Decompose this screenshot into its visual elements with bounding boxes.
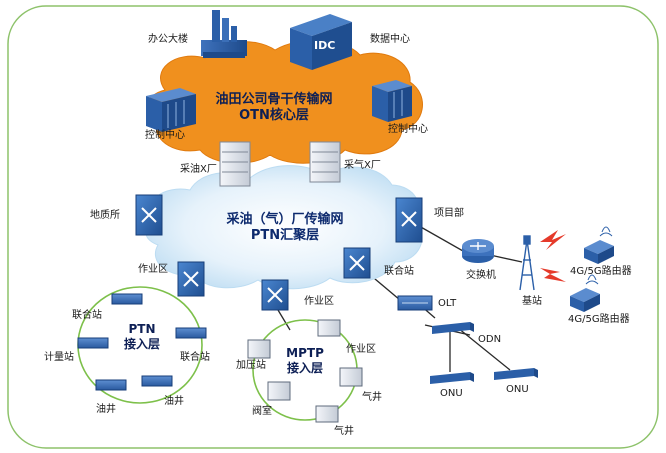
label-router-top: 4G/5G路由器 xyxy=(570,266,632,277)
label-joint-station-ptn-left: 联合站 xyxy=(72,310,102,321)
label-olt: OLT xyxy=(438,298,457,309)
olt-icon xyxy=(397,295,433,311)
label-valve-room: 阀室 xyxy=(252,406,272,417)
label-office: 办公大楼 xyxy=(148,34,188,45)
odn-splitter-icon xyxy=(432,322,474,334)
router-icon-project xyxy=(395,197,423,243)
idc-badge: IDC xyxy=(314,39,336,52)
label-control-left: 控制中心 xyxy=(145,130,185,141)
wifi-router-icon-top xyxy=(584,226,614,264)
mptp-access-title: MPTP 接入层 xyxy=(276,346,334,376)
control-center-left-icon xyxy=(146,88,196,132)
label-control-right: 控制中心 xyxy=(388,124,428,135)
label-gas-plant: 采气X厂 xyxy=(344,160,381,171)
label-oil-well-right: 油井 xyxy=(164,396,184,407)
label-gas-well-bottom: 气井 xyxy=(334,426,354,437)
ptn-access-title: PTN 接入层 xyxy=(114,322,170,352)
router-icon-geology xyxy=(135,194,163,236)
router-icon-joint-station xyxy=(343,247,371,279)
label-work-area-mptp: 作业区 xyxy=(346,344,376,355)
mptp-node-icons xyxy=(247,319,363,423)
mptp-access-title-line1: MPTP xyxy=(286,346,324,360)
control-center-right-icon xyxy=(372,80,412,122)
label-gas-well-right: 气井 xyxy=(362,392,382,403)
label-router-bottom: 4G/5G路由器 xyxy=(568,314,630,325)
core-layer-title: 油田公司骨干传输网 OTN核心层 xyxy=(204,92,344,124)
gas-plant-rack-icon xyxy=(309,141,341,183)
core-layer-title-line1: 油田公司骨干传输网 xyxy=(215,92,333,107)
router-icon-work-area-mid xyxy=(261,279,289,311)
onu-icon-right xyxy=(494,368,538,380)
label-data-center: 数据中心 xyxy=(370,34,410,45)
oil-plant-rack-icon xyxy=(219,141,251,187)
ptn-access-title-line2: 接入层 xyxy=(123,337,160,351)
lightning-icon xyxy=(540,230,566,282)
label-joint-station-ptn-right: 联合站 xyxy=(180,352,210,363)
aggregation-layer-title: 采油（气）厂传输网 PTN汇聚层 xyxy=(210,212,360,244)
cell-tower-icon xyxy=(519,235,535,291)
onu-icon-left xyxy=(430,372,474,384)
label-switch: 交换机 xyxy=(466,270,496,281)
router-icon-work-area-left xyxy=(177,261,205,297)
switch-icon xyxy=(462,239,494,263)
label-work-area-left: 作业区 xyxy=(138,264,168,275)
office-building-icon xyxy=(201,10,247,58)
label-pressure-station: 加压站 xyxy=(236,360,266,371)
mptp-access-title-line2: 接入层 xyxy=(286,361,323,375)
label-work-area-mid: 作业区 xyxy=(304,296,334,307)
label-oil-plant: 采油X厂 xyxy=(180,164,217,175)
core-layer-title-line2: OTN核心层 xyxy=(239,108,309,123)
ptn-access-title-line1: PTN xyxy=(128,322,156,336)
label-oil-well-left: 油井 xyxy=(96,404,116,415)
label-geology: 地质所 xyxy=(90,210,120,221)
idc-server-icon xyxy=(290,14,352,70)
label-joint-station-right: 联合站 xyxy=(384,266,414,277)
ptn-node-icons xyxy=(77,293,207,391)
aggregation-layer-title-line1: 采油（气）厂传输网 xyxy=(226,212,344,227)
label-base-station: 基站 xyxy=(522,296,542,307)
wifi-router-icon-bottom xyxy=(570,274,600,312)
label-onu-right: ONU xyxy=(506,384,529,395)
label-onu-left: ONU xyxy=(440,388,463,399)
label-project-dept: 项目部 xyxy=(434,208,464,219)
label-odn: ODN xyxy=(478,334,502,345)
label-metering-station: 计量站 xyxy=(44,352,74,363)
aggregation-layer-title-line2: PTN汇聚层 xyxy=(250,228,320,243)
